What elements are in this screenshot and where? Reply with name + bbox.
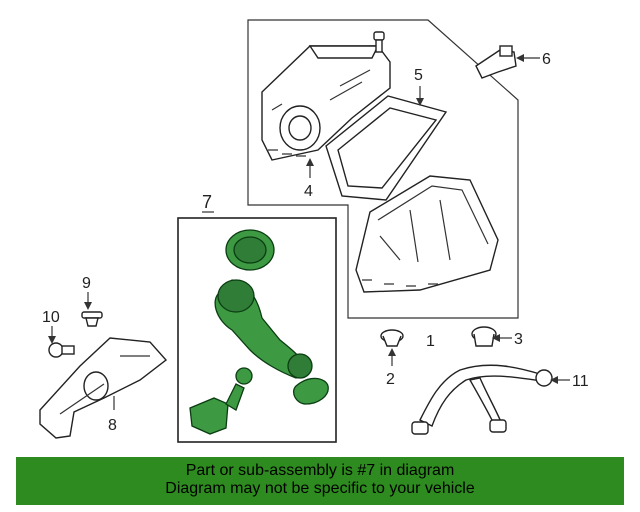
callout-11: 11 (572, 373, 589, 390)
grommet (380, 329, 404, 347)
banner-line-2: Diagram may not be specific to your vehi… (165, 480, 475, 497)
parts-diagram: 1 2 3 4 5 6 7 8 9 10 11 (39, 19, 589, 443)
callout-1: 1 (426, 333, 435, 350)
leader-lines (48, 54, 570, 410)
air-cleaner-assembly-frame (247, 19, 519, 319)
screw (48, 342, 75, 358)
push-clip (81, 311, 103, 327)
vent-hose (411, 364, 553, 435)
mass-airflow-sensor (475, 45, 517, 79)
callout-10: 10 (42, 309, 60, 326)
filter-element (325, 95, 448, 201)
upper-housing (261, 45, 391, 161)
lower-housing (355, 175, 499, 293)
callout-7: 7 (202, 192, 212, 212)
callout-4: 4 (304, 183, 313, 200)
info-banner: Part or sub-assembly is #7 in diagram Di… (16, 457, 624, 505)
bolt (373, 31, 385, 53)
bracket (39, 337, 168, 439)
callout-2: 2 (386, 371, 395, 388)
intake-duct-box (177, 217, 337, 443)
intake-duct-parts (189, 229, 329, 435)
callout-6: 6 (542, 51, 551, 68)
callout-9: 9 (82, 275, 91, 292)
callout-5: 5 (414, 67, 423, 84)
callout-8: 8 (108, 417, 117, 434)
callout-3: 3 (514, 331, 523, 348)
insulator (471, 326, 497, 347)
banner-line-1: Part or sub-assembly is #7 in diagram (185, 462, 455, 479)
